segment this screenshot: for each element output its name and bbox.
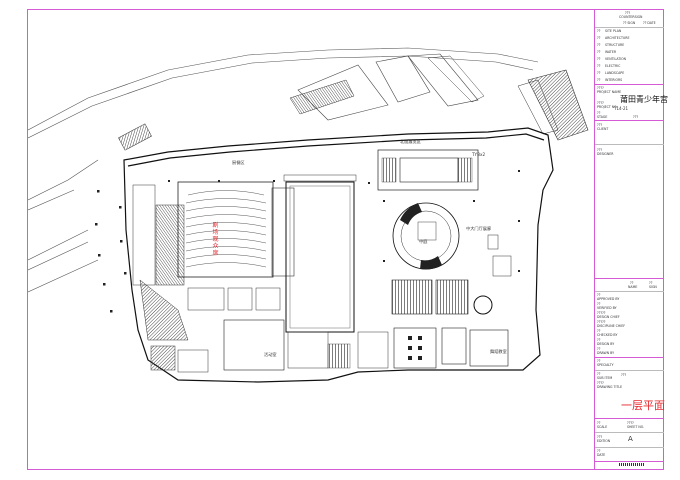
column-grid <box>168 170 520 272</box>
barcode-icon <box>619 463 645 466</box>
tb-designer-label-en: DESIGNER <box>597 152 614 156</box>
tb-disc-5-name: ELECTRIC <box>605 64 621 68</box>
label-west-room: 厨餐区 <box>232 160 245 165</box>
tb-disc-7-name: INTERIORS <box>605 78 623 82</box>
building-outline <box>123 127 554 383</box>
tb-disc-7-code: ?? <box>597 78 601 82</box>
project-no: T14-21 <box>614 106 629 111</box>
tb-disc-0-code: ?? <box>597 29 601 33</box>
project-name: 莆田青少年宫 <box>620 95 668 104</box>
label-center: 中庭 <box>419 239 428 244</box>
tb-role-3-code: ????? <box>597 320 606 324</box>
site-boundary <box>28 47 539 293</box>
tb-role-6-code: ?? <box>597 347 601 351</box>
tb-subitem-label: ?? <box>597 372 601 376</box>
tb-project-no-label: ???? <box>597 101 604 105</box>
tb-disc-4-name: VENTILATION <box>605 57 627 61</box>
southwest-rooms <box>150 287 351 373</box>
south-rooms <box>357 279 509 369</box>
tb-top-0: ??? <box>625 11 631 15</box>
tb-role-4-name: CHECKED BY <box>597 333 618 337</box>
label-north-corridor: 北面展览区 <box>400 139 421 144</box>
tb-disc-0-name: SITE PLAN <box>605 29 622 33</box>
label-dance-room: 舞蹈教室 <box>490 349 507 354</box>
tb-sign-h3: SIGN <box>649 285 657 289</box>
tb-role-1-name: VERIFIED BY <box>597 306 617 310</box>
tb-designer-label: ??? <box>597 148 603 152</box>
tb-specialty-label: ?? <box>597 359 601 363</box>
tb-stage-label: ?? <box>597 111 601 115</box>
tb-edition-label: ??? <box>597 435 603 439</box>
tb-disc-2-code: ?? <box>597 43 601 47</box>
tb-sign-h2: NAME <box>628 285 638 289</box>
tb-disc-4-code: ?? <box>597 57 601 61</box>
drawing-title: 一层平面 <box>621 399 665 412</box>
tb-disc-3-name: WATER <box>605 50 617 54</box>
tb-role-4-code: ?? <box>597 329 601 333</box>
tb-top-3: ?? DATE <box>643 21 656 25</box>
west-colonnade <box>95 190 127 313</box>
drawing-frame <box>27 9 664 470</box>
tb-role-3-name: DISCIPLINE CHIEF <box>597 324 626 328</box>
floor-plan <box>28 47 589 383</box>
landscape-wedges <box>289 53 589 141</box>
tb-project-name-label-en: PROJECT NAME <box>597 90 622 94</box>
title-block: ??? COUNTERSIGN ?? SIGN ?? DATE ?? SITE … <box>594 10 664 469</box>
tb-project-name-label: ???? <box>597 86 604 90</box>
tb-disc-3-code: ?? <box>597 50 601 54</box>
tb-disc-5-code: ?? <box>597 64 601 68</box>
tb-role-5-code: ?? <box>597 338 601 342</box>
label-theater-seating: 剧场观众席 <box>212 222 219 257</box>
tb-stage-value: ??? <box>633 115 639 119</box>
tb-role-5-name: DESIGN BY <box>597 342 615 346</box>
tb-sheet-en: SHEET NO. <box>627 425 645 429</box>
tb-scale-label: ?? <box>597 421 601 425</box>
tb-client-label-en: CLIENT <box>597 127 609 131</box>
tb-top-1: COUNTERSIGN <box>619 15 643 19</box>
theater <box>132 181 295 341</box>
tb-scale-en: SCALE <box>597 425 608 429</box>
tb-top-2: ?? SIGN <box>623 21 636 25</box>
tb-date-en: DATE <box>597 453 606 457</box>
stair-nw <box>118 123 152 151</box>
label-tyb: TYBx2 <box>472 152 486 157</box>
label-multi-room: 活动室 <box>264 352 277 357</box>
atrium <box>377 149 512 315</box>
tb-project-no-label-en: PROJECT NO. <box>597 105 618 109</box>
tb-role-0-name: APPROVED BY <box>597 297 620 301</box>
tb-disc-6-name: LANDSCAPE <box>605 71 625 75</box>
tb-role-2-name: DESIGN CHIEF <box>597 315 620 319</box>
stage <box>283 174 357 333</box>
tb-role-1-code: ?? <box>597 302 601 306</box>
tb-disc-1-code: ?? <box>597 36 601 40</box>
tb-disc-1-name: ARCHITECTURE <box>605 36 630 40</box>
tb-sign-h0: ?? <box>630 281 634 285</box>
tb-subitem-en: SUB ITEM <box>597 376 613 380</box>
edition-value: A <box>628 435 633 443</box>
tb-specialty-en: SPECIALTY <box>597 363 614 367</box>
tb-role-0-code: ?? <box>597 293 601 297</box>
tb-stage-label-en: STAGE <box>597 115 608 119</box>
label-atrium: 中大门厅展廊 <box>466 226 492 231</box>
tb-subitem-value: ??? <box>621 373 627 377</box>
tb-disc-2-name: STRUCTURE <box>605 43 625 47</box>
tb-sheet-label: ???? <box>627 421 634 425</box>
tb-date-label: ?? <box>597 449 601 453</box>
tb-client-label: ??? <box>597 123 603 127</box>
tb-edition-en: EDITION <box>597 439 611 443</box>
tb-role-6-name: DRAWN BY <box>597 351 615 355</box>
tb-drawing-title-label: ???? <box>597 381 604 385</box>
tb-role-2-code: ????? <box>597 311 606 315</box>
tb-sign-h1: ?? <box>649 281 653 285</box>
tb-drawing-title-en: DRAWING TITLE <box>597 385 623 389</box>
tb-disc-6-code: ?? <box>597 71 601 75</box>
